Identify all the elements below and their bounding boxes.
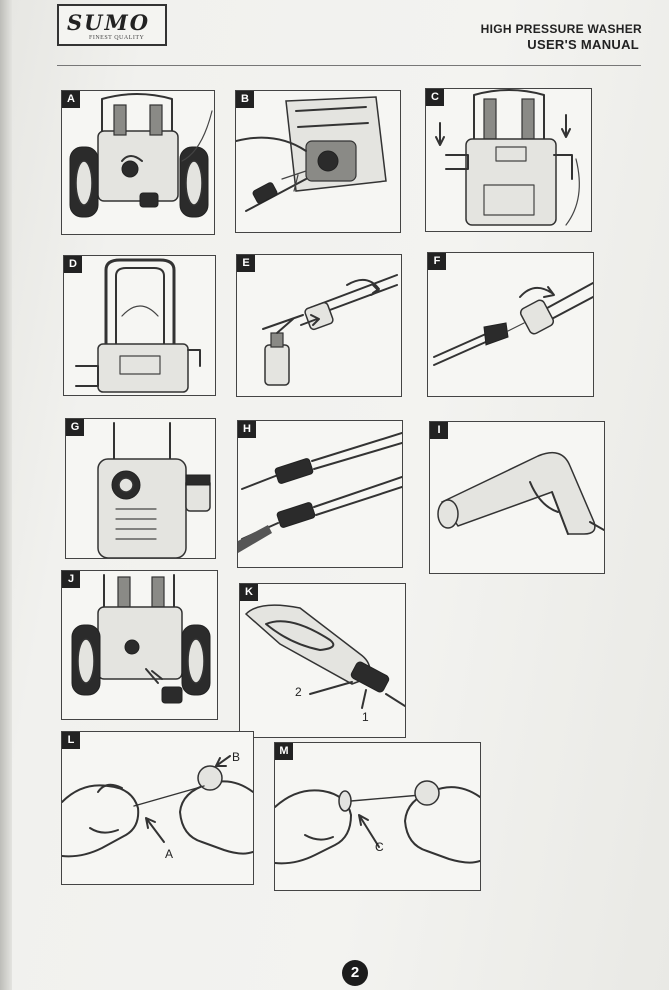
- manual-title-line2: USER'S MANUAL: [527, 37, 639, 52]
- panel-c-label: C: [426, 89, 444, 106]
- callout-1: 1: [362, 710, 369, 724]
- page-gutter: [0, 0, 12, 990]
- panel-f-label: F: [428, 253, 446, 270]
- panel-a: A: [61, 90, 215, 235]
- panel-h: H: [237, 420, 403, 568]
- panel-a-label: A: [62, 91, 80, 108]
- panel-g: G: [65, 418, 216, 559]
- panel-k: K 2 1: [239, 583, 406, 738]
- panel-i-label: I: [430, 422, 448, 439]
- panel-j: J: [61, 570, 218, 720]
- panel-k-label: K: [240, 584, 258, 601]
- arrow-down-icon: [435, 122, 445, 146]
- detergent-bottle-icon: [262, 274, 398, 386]
- panel-d-label: D: [64, 256, 82, 273]
- callout-2: 2: [295, 685, 302, 699]
- nozzle-clean-icon: [275, 780, 480, 865]
- panel-l: L A B: [61, 731, 254, 885]
- callout-a: A: [165, 847, 174, 861]
- brand-tagline: FINEST QUALITY: [89, 35, 145, 41]
- page-number: 2: [342, 960, 368, 986]
- panel-m: M C: [274, 742, 481, 891]
- header-divider: [57, 65, 641, 66]
- panel-h-label: H: [238, 421, 256, 438]
- panel-b-label: B: [236, 91, 254, 108]
- panel-l-label: L: [62, 732, 80, 749]
- panel-m-label: M: [275, 743, 293, 760]
- needle-icon: [133, 785, 205, 807]
- panel-i: I: [429, 421, 605, 574]
- panel-e-label: E: [237, 255, 255, 272]
- inlet-connector-icon: [236, 96, 387, 212]
- panel-b: B: [235, 90, 401, 233]
- brand-logo: SUMO FINEST QUALITY: [57, 4, 167, 46]
- handle-upright-icon: [75, 258, 201, 393]
- hand-icon: [62, 755, 253, 858]
- panel-j-label: J: [62, 571, 80, 588]
- washer-rear-outlet-icon: [71, 574, 211, 704]
- gun-lance-connect-icon: [244, 604, 405, 709]
- callout-c: C: [375, 840, 384, 854]
- lance-icon: [238, 432, 402, 553]
- manual-title-line1: HIGH PRESSURE WASHER: [480, 22, 642, 36]
- spray-gun-icon: [437, 451, 604, 535]
- panel-g-label: G: [66, 419, 84, 436]
- washer-front-icon: [97, 422, 211, 558]
- nozzle-icon: [433, 282, 593, 366]
- washer-rear-icon: [69, 93, 213, 218]
- callout-b: B: [232, 750, 241, 764]
- panel-f: F: [427, 252, 594, 397]
- brand-name: SUMO: [67, 10, 151, 35]
- panel-d: D: [63, 255, 216, 396]
- panel-c: C: [425, 88, 592, 232]
- hose-connect-icon: [435, 89, 580, 226]
- panel-e: E: [236, 254, 402, 397]
